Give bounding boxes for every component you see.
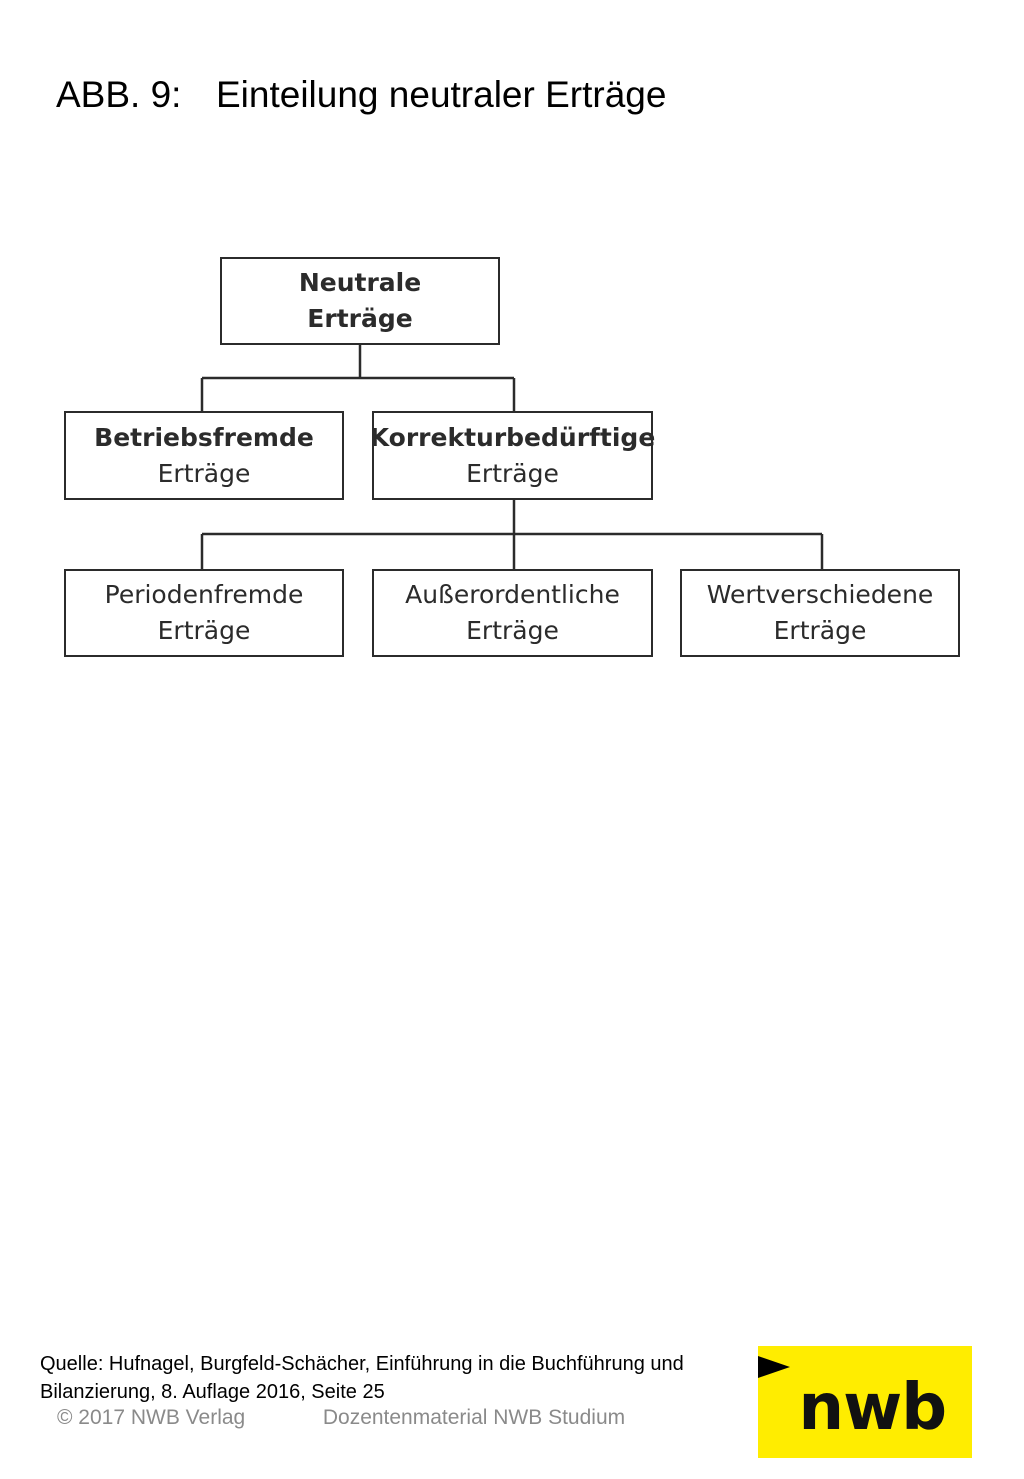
page-title: ABB. 9: Einteilung neutraler Erträge (56, 74, 666, 116)
box-label-line1: Korrekturbedürftige (369, 422, 656, 452)
box-label-line2: Erträge (466, 458, 559, 488)
diagram-connectors (200, 344, 824, 570)
footer: © 2017 NWB Verlag Dozentenmaterial NWB S… (57, 1406, 625, 1430)
box-wertverschiedene-ertraege: Wertverschiedene Erträge (680, 569, 960, 657)
box-label-line1: Neutrale (298, 268, 422, 297)
source-citation: Quelle: Hufnagel, Burgfeld-Schächer, Ein… (40, 1350, 684, 1406)
box-label-line1: Betriebsfremde (94, 422, 314, 452)
figure-title: Einteilung neutraler Erträge (216, 74, 667, 115)
box-label-line2: Erträge (466, 616, 559, 645)
nwb-logo: nwb (758, 1346, 972, 1458)
box-label-line2: Erträge (157, 616, 251, 645)
box-betriebsfremde-ertraege: Betriebsfremde Erträge (64, 411, 344, 500)
footer-copyright: © 2017 NWB Verlag (57, 1406, 246, 1429)
box-neutrale-ertraege: Neutrale Erträge (220, 257, 500, 345)
box-periodenfremde-ertraege: Periodenfremde Erträge (64, 569, 344, 657)
source-line-2: Bilanzierung, 8. Auflage 2016, Seite 25 (40, 1381, 385, 1403)
box-label-line1: Wertverschiedene (706, 580, 934, 609)
box-ausserordentliche-ertraege: Außerordentliche Erträge (372, 569, 653, 657)
footer-material: Dozentenmaterial NWB Studium (322, 1406, 626, 1429)
figure-number: ABB. 9: (56, 74, 182, 115)
box-label-line1: Periodenfremde (104, 580, 304, 609)
box-label-line2: Erträge (773, 616, 867, 645)
box-label-line2: Erträge (307, 304, 413, 333)
logo-text: nwb (798, 1371, 947, 1445)
box-label-line1: Außerordentliche (405, 580, 620, 609)
logo-arrow-icon (758, 1356, 790, 1378)
box-korrekturbeduerftige-ertraege: Korrekturbedürftige Erträge (369, 411, 656, 500)
box-label-line2: Erträge (157, 458, 251, 488)
source-line-1: Quelle: Hufnagel, Burgfeld-Schächer, Ein… (40, 1353, 684, 1375)
